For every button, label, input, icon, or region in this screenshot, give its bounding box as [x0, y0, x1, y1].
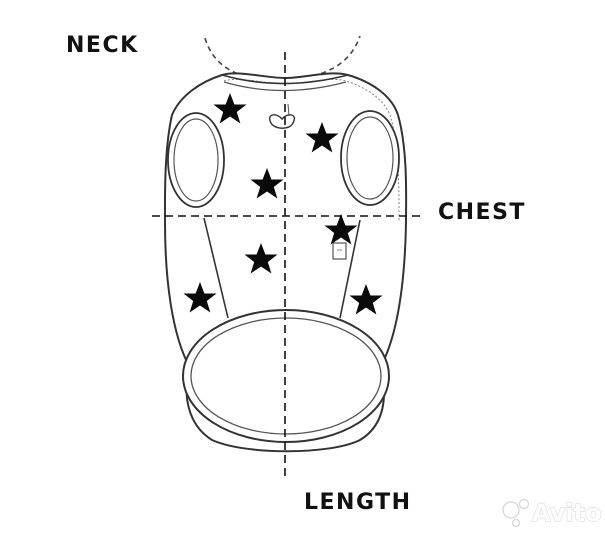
star-pattern — [183, 93, 383, 315]
collar-tag-icon — [269, 114, 295, 129]
chest-label: CHEST — [438, 200, 526, 225]
collar-band-outer — [221, 74, 349, 85]
bottom-opening-inner — [190, 317, 382, 435]
neck-dashed-arc — [204, 35, 361, 81]
left-armhole-inner — [173, 118, 219, 202]
star-icon — [244, 243, 278, 274]
watermark-text: Avito — [532, 499, 602, 527]
length-label: LENGTH — [304, 490, 412, 515]
star-icon — [183, 282, 217, 313]
right-side-seam — [339, 219, 361, 319]
left-side-seam — [203, 217, 229, 319]
left-armhole-outer — [167, 112, 225, 208]
tag-thread — [287, 103, 290, 117]
star-icon — [305, 122, 339, 153]
watermark-logo-dot — [511, 518, 521, 528]
watermark-logo-icon — [502, 501, 520, 519]
star-icon — [349, 284, 383, 315]
collar-band-inner — [223, 81, 347, 92]
bottom-opening-outer — [182, 309, 390, 443]
star-icon — [324, 214, 358, 245]
star-icon — [213, 93, 247, 124]
watermark-logo-dot — [518, 498, 530, 510]
star-icon — [250, 168, 284, 199]
side-label-icon — [332, 242, 347, 260]
right-armhole-inner — [346, 116, 394, 200]
neck-label: NECK — [66, 33, 139, 58]
watermark: Avito — [502, 498, 602, 528]
right-armhole-outer — [340, 110, 400, 206]
